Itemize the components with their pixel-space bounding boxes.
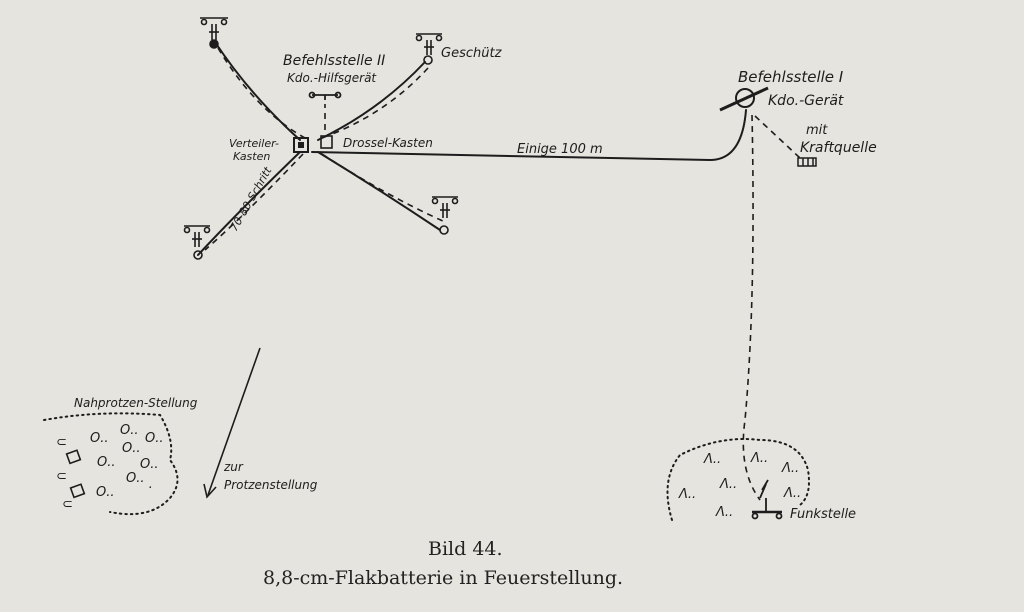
- dashed-bottomright: [321, 153, 446, 223]
- label-geschuetz: Geschütz: [441, 46, 503, 61]
- dashed-to-kraftquelle: [754, 115, 801, 159]
- svg-text:Λ..: Λ..: [703, 452, 721, 467]
- funkstelle-antenna-icon: [751, 479, 783, 520]
- label-drossel-kasten: Drossel-Kasten: [343, 136, 433, 150]
- caption-title: 8,8-cm-Flakbatterie in Feuerstellung.: [263, 567, 623, 589]
- svg-text:Ο..: Ο..: [120, 423, 139, 438]
- svg-text:Λ..: Λ..: [678, 487, 696, 502]
- arrow-head: [203, 483, 217, 499]
- gun-icon: [415, 33, 443, 65]
- svg-text:Ο..: Ο..: [140, 457, 159, 472]
- tent-symbols: Λ.. Λ.. Λ.. Λ.. Λ.. Λ.. Λ..: [678, 451, 801, 520]
- gun-icon: [200, 17, 228, 49]
- label-kdo-geraet: Kdo.-Gerät: [768, 93, 844, 109]
- dashed-topright: [321, 67, 429, 139]
- svg-text:Λ..: Λ..: [781, 461, 799, 476]
- direction-arrow: [207, 347, 261, 496]
- label-nahprotzen: Nahprotzen-Stellung: [74, 396, 198, 410]
- verteiler-kasten-fill: [298, 142, 304, 148]
- svg-text:⊂: ⊂: [56, 469, 67, 484]
- label-kdo-hilfsgeraet: Kdo.-Hilfsgerät: [287, 71, 377, 85]
- dashed-to-funkstelle: [742, 114, 761, 501]
- label-mit: mit: [806, 123, 828, 138]
- svg-text:Λ..: Λ..: [719, 477, 737, 492]
- svg-text:Ο..: Ο..: [126, 471, 145, 486]
- svg-text:Λ..: Λ..: [783, 486, 801, 501]
- cable-gun-topleft: [214, 41, 301, 141]
- label-schritt: 70-80 Schritt: [227, 164, 274, 233]
- dashed-bottomleft: [204, 153, 304, 251]
- gun-icon: [431, 196, 459, 235]
- svg-text:Λ..: Λ..: [715, 505, 733, 520]
- label-protzenstellung: Protzenstellung: [224, 478, 318, 492]
- vehicle-symbols: ⊂Ο..Ο..Ο.. Ο..Ο..Ο.. ⊂Ο..Ο.. ⊂·: [56, 423, 164, 512]
- protze-icons: [65, 449, 86, 499]
- cable-main-line: [311, 109, 747, 162]
- label-kraftquelle: Kraftquelle: [800, 140, 877, 156]
- svg-text:⊂: ⊂: [62, 497, 73, 512]
- label-befehlsstelle-2: Befehlsstelle II: [283, 53, 385, 69]
- label-einige-100m: Einige 100 m: [517, 142, 603, 157]
- svg-text:Ο..: Ο..: [90, 431, 109, 446]
- svg-text:Ο..: Ο..: [145, 431, 164, 446]
- dashed-topleft: [217, 47, 306, 139]
- funkstelle-enclosure: [666, 438, 810, 521]
- kraftquelle-icon: [797, 157, 817, 167]
- drossel-kasten-box: [320, 135, 333, 149]
- label-kasten: Kasten: [233, 150, 270, 163]
- cable-gun-topright: [317, 61, 426, 141]
- verteiler-kasten-box: [293, 137, 309, 153]
- label-zur: zur: [223, 460, 244, 474]
- nahprotzen-enclosure: [43, 412, 179, 516]
- cable-gun-bottomleft: [197, 151, 301, 256]
- svg-text:Ο..: Ο..: [96, 485, 115, 500]
- gun-icon: [183, 225, 211, 260]
- cable-gun-bottomright: [317, 151, 441, 231]
- kdo-hilfsgeraet-icon: [308, 91, 342, 100]
- label-funkstelle: Funkstelle: [790, 507, 856, 522]
- label-verteiler: Verteiler-: [229, 137, 279, 150]
- svg-text:⊂: ⊂: [56, 435, 67, 450]
- caption-number: Bild 44.: [428, 538, 503, 560]
- svg-text:Λ..: Λ..: [750, 451, 768, 466]
- svg-text:·: ·: [148, 481, 152, 496]
- label-befehlsstelle-1: Befehlsstelle I: [738, 68, 844, 86]
- kdo-geraet-icon: [719, 86, 769, 112]
- svg-text:Ο..: Ο..: [122, 441, 141, 456]
- svg-text:Ο..: Ο..: [97, 455, 116, 470]
